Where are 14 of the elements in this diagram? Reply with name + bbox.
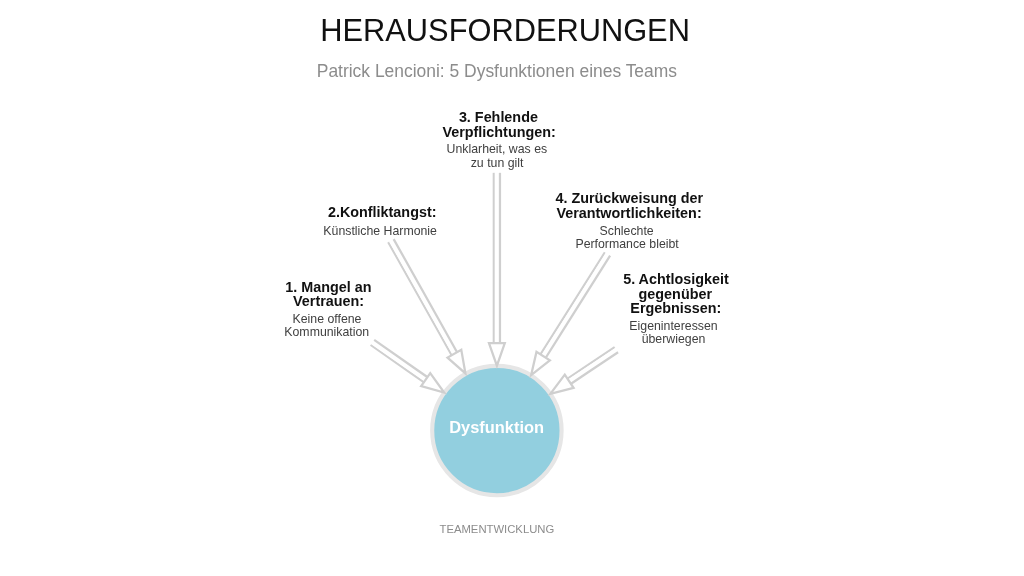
node-text: 3. Fehlende Verpflichtungen: Unklarheit, was es zu tun gilt <box>441 109 556 170</box>
diagram-title: HERAUSFORDERUNGEN <box>319 13 690 49</box>
arrow <box>369 338 447 395</box>
node-circle: Dysfunktion <box>429 363 564 498</box>
node-text: 5. Achtlosigkeit gegenüber Ergebnissen: Eigeninteressen überwiegen <box>622 271 729 347</box>
arrow <box>547 346 619 396</box>
node-text: 4. Zurückweisung der Verantwortlichkeiten: Schlechte Performance bleibt <box>554 190 703 251</box>
node-text: 2.Konfliktangst: Künstliche Harmonie <box>322 203 437 238</box>
node-text: 1. Mangel an Vertrauen: Keine offene Kommunikation <box>283 278 372 340</box>
arrow <box>386 238 467 377</box>
arrow <box>486 172 506 370</box>
arrow <box>528 251 611 379</box>
label: TEAMENTWICKLUNG <box>439 523 554 536</box>
label: Patrick Lencioni: 5 Dysfunktionen eines Teams <box>316 61 677 82</box>
